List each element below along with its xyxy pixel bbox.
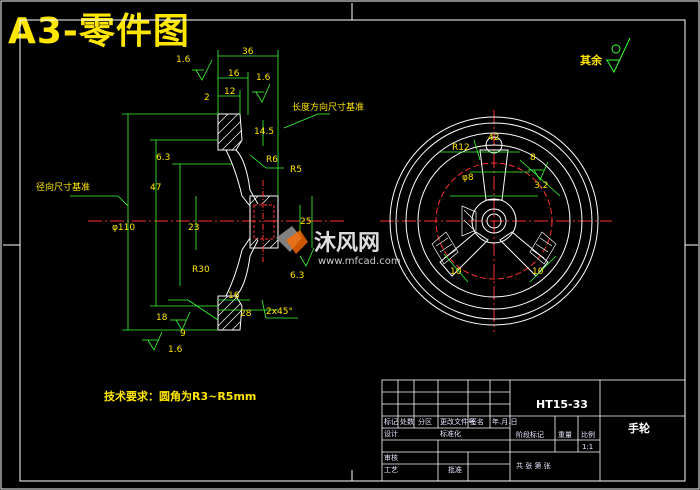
hub-outer: [471, 198, 517, 244]
dim-28: 28: [240, 309, 252, 319]
roughness-note: 其余: [580, 53, 603, 67]
tb-stage-1: 重量: [558, 431, 572, 439]
dim-phi8: φ8: [462, 173, 474, 183]
axial-datum-note: 长度方向尺寸基准: [292, 101, 364, 113]
watermark-url: www.mfcad.com: [318, 256, 401, 267]
sheet-title: A3-零件图: [8, 11, 190, 52]
watermark-logo-icon: [276, 226, 308, 254]
front-dimension-texts: R12 42 φ8 8 3.2 10 10: [450, 133, 548, 277]
dim-47: 47: [150, 183, 161, 193]
part-name: 手轮: [628, 421, 650, 435]
tb-h1-4: 签名: [470, 417, 484, 426]
dim-16-lower: 16: [228, 291, 240, 301]
rim-lower-hatch: [217, 295, 242, 331]
roughness-1-6-mid: 1.6: [256, 73, 271, 83]
section-view: [88, 113, 345, 331]
rim-outer: [389, 116, 599, 326]
tb-h3-0: 审核: [384, 453, 398, 462]
dim-16: 16: [228, 69, 240, 79]
technical-requirements: 技术要求：圆角为R3~R5mm: [104, 389, 256, 403]
front-view: [380, 110, 612, 332]
tb-bottom-0: 共 张 第 张: [516, 461, 551, 470]
front-roughness-symbol: [528, 161, 549, 181]
rim-outer-2: [395, 122, 593, 320]
tb-stage-2: 比例: [581, 430, 595, 439]
roughness-1-6-top: 1.6: [176, 55, 191, 65]
watermark-text: 沐风网: [314, 231, 380, 256]
tb-h1-2: 分区: [418, 417, 432, 426]
tb-h1-3: 更改文件号: [440, 417, 475, 426]
tb-h1-1: 处数: [400, 417, 414, 426]
title-block: [381, 379, 686, 482]
scale: 1:1: [582, 443, 593, 451]
dim-14-5: 14.5: [254, 127, 274, 137]
dim-chamfer: 2x45°: [266, 307, 293, 317]
section-dimension-texts: 36 16 12 2 14.5 R6 R5 φ110 47 23 6.3 6.3…: [36, 47, 364, 355]
dim-25: 25: [300, 217, 311, 227]
spoke-lower-outline: [235, 239, 259, 297]
spoke-hole-top: [485, 136, 503, 154]
dim-36: 36: [242, 47, 254, 57]
radial-datum-note: 径向尺寸基准: [36, 181, 90, 193]
dim-phi110: φ110: [112, 223, 135, 233]
section-roughness-symbols: [142, 59, 315, 351]
front-dimension-lines: [440, 139, 561, 283]
spoke-top: [479, 149, 509, 201]
dim-9: 9: [180, 329, 186, 339]
dim-r30: R30: [192, 265, 210, 275]
spoke-hatch-center: [461, 205, 477, 237]
dim-12: 12: [224, 87, 235, 97]
dim-23: 23: [188, 223, 199, 233]
tb-h4-0: 工艺: [384, 466, 398, 474]
section-dimension-lines: [70, 50, 330, 331]
spoke-pitch-circle: [435, 162, 553, 280]
spoke-hatch-left: [431, 231, 459, 265]
dim-6-3-lower: 6.3: [290, 271, 304, 281]
dim-8: 8: [530, 153, 536, 163]
tb-h1-5: 年.月.日: [492, 417, 517, 426]
tb-stage-0: 阶段标记: [516, 430, 544, 439]
dim-18: 18: [156, 313, 168, 323]
roughness-symbol: [606, 37, 631, 74]
hub-bore: [253, 204, 275, 240]
dim-r6: R6: [266, 155, 278, 165]
tb-h1-0: 标记: [384, 417, 398, 426]
dim-10-left: 10: [450, 267, 462, 277]
roughness-3-2: 3.2: [534, 181, 548, 191]
watermark: 沐风网 www.mfcad.com: [276, 226, 401, 267]
tb-h2-3: 标准化: [440, 429, 461, 438]
hub-bore-front: [481, 208, 507, 234]
rim-lower: [217, 295, 243, 331]
dim-42: 42: [488, 133, 499, 143]
spoke-hatch-right: [529, 231, 557, 265]
material: HT15-33: [536, 398, 588, 411]
spoke-left: [439, 231, 489, 277]
hub-bore-inner: [486, 213, 502, 229]
dim-r5: R5: [290, 165, 302, 175]
dim-6-3-upper: 6.3: [156, 153, 170, 163]
dim-2: 2: [204, 93, 210, 103]
rim-inner: [405, 132, 583, 310]
title-block-texts: HT15-33 手轮 1:1 标记 处数 分区 更改文件号 签名 年.月.日 设…: [384, 398, 650, 474]
rim-upper-hatch: [217, 113, 243, 151]
rim-inner-2: [417, 144, 571, 298]
roughness-1-6-bottom: 1.6: [168, 345, 183, 355]
tb-h2-0: 设计: [384, 429, 398, 438]
hub: [249, 195, 279, 249]
dim-10-right: 10: [532, 267, 544, 277]
spoke-upper-outline: [235, 149, 259, 205]
dim-r12: R12: [452, 143, 470, 153]
tb-h4-2: 批准: [448, 465, 462, 474]
